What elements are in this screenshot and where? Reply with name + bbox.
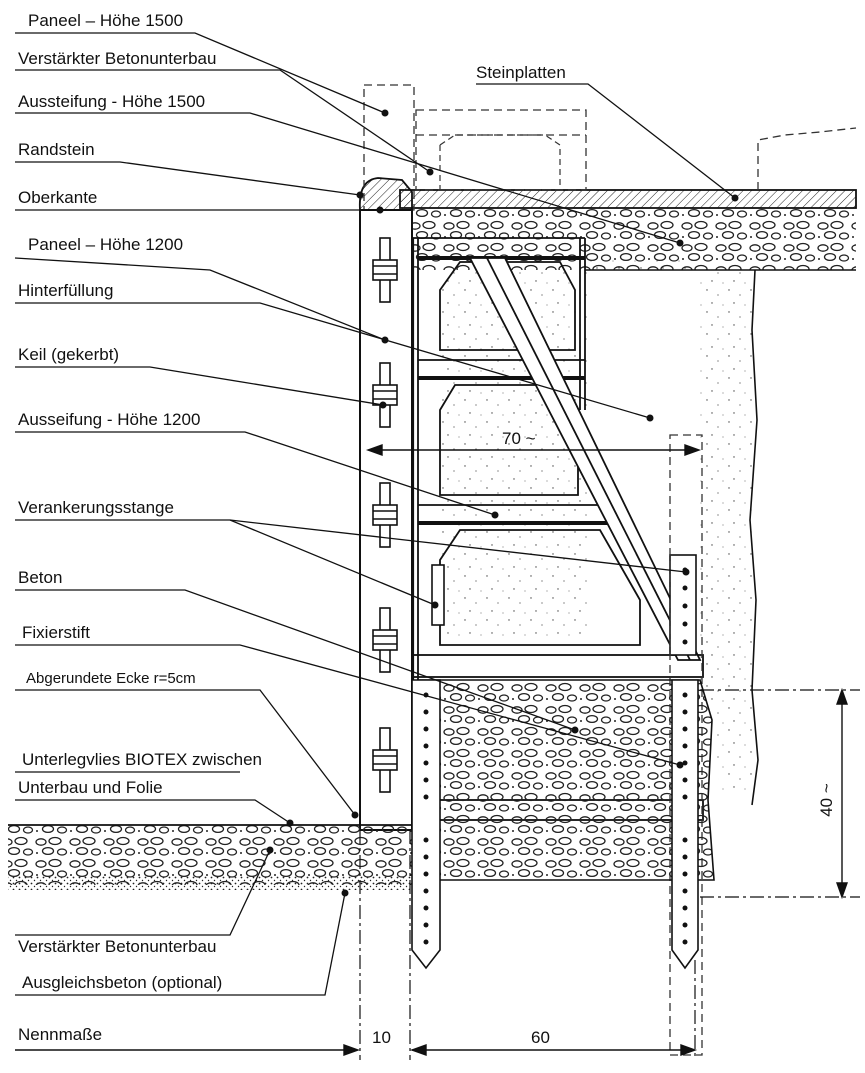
label-top-edge: Oberkante: [18, 188, 97, 207]
label-panel-1500: Paneel – Höhe 1500: [28, 11, 183, 30]
label-stone-slabs: Steinplatten: [476, 63, 566, 82]
dimension-70: [365, 444, 702, 456]
reinforced-base-bottom: [8, 825, 412, 885]
stone-slabs: [399, 189, 857, 209]
axis-lines: [359, 689, 860, 1060]
label-wedge: Keil (gekerbt): [18, 345, 119, 364]
leader-dots: [266, 109, 739, 897]
label-anchor-rod: Verankerungsstange: [18, 498, 174, 517]
leader-lines: [14, 32, 736, 996]
label-backfill: Hinterfüllung: [18, 281, 113, 300]
concrete-foundation: [419, 679, 715, 881]
label-reinforced-base-bottom: Verstärkter Betonunterbau: [18, 937, 216, 956]
dimension-40-label: 40 ~: [817, 783, 836, 817]
backfill-edge: [749, 269, 759, 806]
label-curb: Randstein: [18, 140, 95, 159]
anchor-rod-bracket: [431, 564, 445, 626]
fixing-pins: [411, 679, 699, 970]
panel-clamps: [372, 237, 398, 793]
leveling-concrete-layer: [8, 876, 412, 890]
dashed-right-contour: [757, 127, 857, 190]
backfill-area: [585, 260, 755, 790]
label-fixing-pin: Fixierstift: [22, 623, 90, 642]
dashed-top-element: [415, 109, 587, 191]
dimension-70-label: 70 ~: [502, 429, 536, 448]
label-leveling-concrete: Ausgleichsbeton (optional): [22, 973, 222, 992]
dimension-10-label: 10: [372, 1028, 391, 1047]
label-stiffener-1200: Ausseifung - Höhe 1200: [18, 410, 200, 429]
curb-stone: [358, 177, 413, 211]
pin-holes: [423, 567, 688, 945]
label-underlay-line2: Unterbau und Folie: [18, 778, 163, 797]
label-nominal-dims: Nennmaße: [18, 1025, 102, 1044]
label-reinforced-base-top: Verstärkter Betonunterbau: [18, 49, 216, 68]
label-rounded-corner: Abgerundete Ecke r=5cm: [26, 670, 196, 687]
label-panel-1200: Paneel – Höhe 1200: [28, 235, 183, 254]
label-stiffener-1500: Aussteifung - Höhe 1500: [18, 92, 205, 111]
label-concrete: Beton: [18, 568, 62, 587]
label-underlay-line1: Unterlegvlies BIOTEX zwischen: [22, 750, 262, 769]
dimension-nominal: [15, 1044, 698, 1056]
dimension-40: [836, 687, 848, 900]
dimension-60-label: 60: [531, 1028, 550, 1047]
